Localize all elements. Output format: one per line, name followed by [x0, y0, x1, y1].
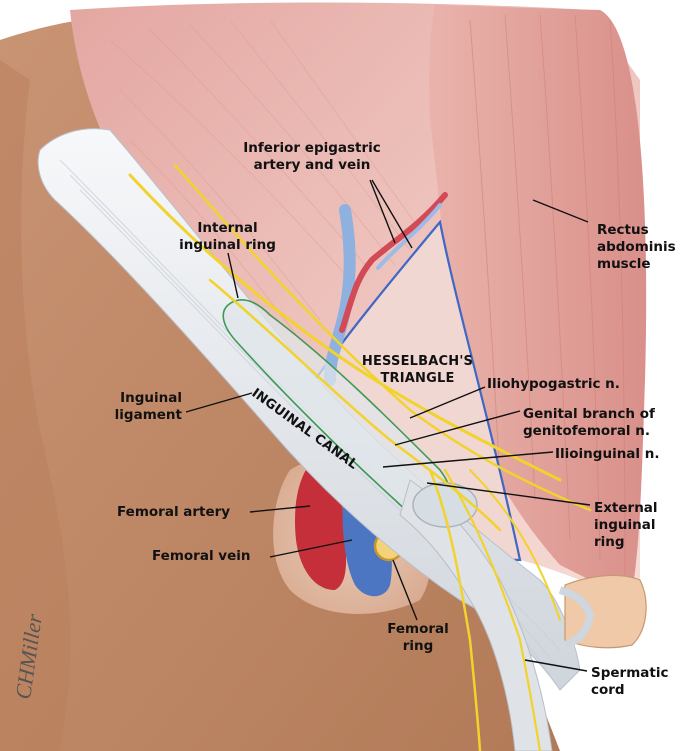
label-femoral-vein: Femoral vein: [152, 548, 250, 565]
label-internal-inguinal-ring: Internal inguinal ring: [165, 220, 290, 254]
label-femoral-artery: Femoral artery: [117, 504, 230, 521]
external-inguinal-ring: [413, 483, 477, 527]
label-iliohypogastric: Iliohypogastric n.: [487, 376, 620, 393]
label-inferior-epigastric: Inferior epigastric artery and vein: [232, 140, 392, 174]
label-spermatic-cord: Spermatic cord: [591, 665, 668, 699]
label-inguinal-ligament: Inguinal ligament: [88, 390, 182, 424]
label-rectus-abdominis: Rectus abdominis muscle: [597, 222, 676, 273]
label-femoral-ring: Femoral ring: [375, 621, 461, 655]
label-genital-branch: Genital branch of genitofemoral n.: [523, 406, 655, 440]
label-external-inguinal-ring: External inguinal ring: [594, 500, 658, 551]
label-ilioinguinal: Ilioinguinal n.: [555, 446, 659, 463]
label-hesselbach-triangle: HESSELBACH'S TRIANGLE: [345, 353, 490, 387]
